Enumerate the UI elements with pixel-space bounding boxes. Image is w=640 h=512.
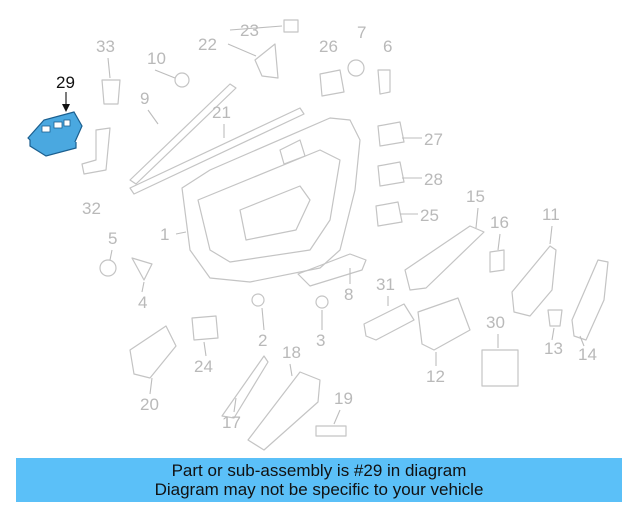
callout-28[interactable]: 28 — [424, 170, 443, 189]
callout-29[interactable]: 29 — [56, 73, 75, 92]
part-27-switch[interactable] — [377, 121, 405, 147]
part-12-bracket[interactable] — [417, 297, 471, 351]
callout-33[interactable]: 33 — [96, 37, 115, 56]
callout-3[interactable]: 3 — [316, 331, 325, 350]
callout-26[interactable]: 26 — [319, 37, 338, 56]
callout-30[interactable]: 30 — [486, 313, 505, 332]
part-33-clip[interactable] — [101, 79, 121, 105]
callout-12[interactable]: 12 — [426, 367, 445, 386]
part-15-armrest[interactable] — [404, 225, 485, 291]
callout-14[interactable]: 14 — [578, 345, 597, 364]
callout-1[interactable]: 1 — [160, 225, 169, 244]
banner-line-1: Part or sub-assembly is #29 in diagram — [171, 461, 467, 480]
part-6-clip[interactable] — [377, 69, 391, 95]
callout-6[interactable]: 6 — [383, 37, 392, 56]
callout-9[interactable]: 9 — [140, 89, 149, 108]
part-24-clip[interactable] — [191, 315, 219, 341]
part-13-clip[interactable] — [547, 309, 563, 327]
part-7-cap[interactable] — [347, 59, 365, 77]
callout-11[interactable]: 11 — [542, 205, 560, 224]
callout-22[interactable]: 22 — [198, 35, 217, 54]
callout-4[interactable]: 4 — [138, 293, 147, 312]
part-20-bracket[interactable] — [129, 325, 177, 379]
part-9-belt-strip[interactable] — [129, 83, 237, 185]
part-1-door-panel[interactable] — [181, 117, 361, 283]
callout-17[interactable]: 17 — [222, 413, 241, 432]
part-4-clip[interactable] — [131, 257, 153, 281]
callout-18[interactable]: 18 — [282, 343, 301, 362]
part-5-clip[interactable] — [99, 259, 117, 277]
part-8-pull[interactable] — [297, 253, 367, 287]
part-11-handle[interactable] — [511, 245, 557, 317]
callout-10[interactable]: 10 — [147, 49, 166, 68]
part-31-handle[interactable] — [363, 303, 415, 341]
callout-31[interactable]: 31 — [376, 275, 395, 294]
part-29-window-switch[interactable] — [27, 111, 83, 157]
callout-8[interactable]: 8 — [344, 285, 353, 304]
part-3-screw[interactable] — [315, 295, 329, 309]
part-26-mirror-switch[interactable] — [319, 69, 345, 97]
callout-5[interactable]: 5 — [108, 229, 117, 248]
callout-19[interactable]: 19 — [334, 389, 353, 408]
callout-2[interactable]: 2 — [258, 331, 267, 350]
callout-21[interactable]: 21 — [212, 103, 231, 122]
callout-15[interactable]: 15 — [466, 187, 485, 206]
part-23-clip[interactable] — [283, 19, 299, 33]
part-19-cover[interactable] — [315, 425, 347, 437]
callout-24[interactable]: 24 — [194, 357, 213, 376]
part-22-bracket[interactable] — [254, 43, 279, 79]
callout-23[interactable]: 23 — [240, 21, 259, 40]
part-25-switch[interactable] — [375, 201, 403, 227]
callout-25[interactable]: 25 — [420, 206, 439, 225]
part-18-grille[interactable] — [247, 371, 321, 451]
part-14-trim[interactable] — [571, 259, 609, 341]
part-2-screw[interactable] — [251, 293, 265, 307]
part-28-switch[interactable] — [377, 161, 405, 187]
callout-32[interactable]: 32 — [82, 199, 101, 218]
part-32-bracket[interactable] — [81, 127, 111, 175]
part-17-grille[interactable] — [221, 355, 269, 419]
part-16-clip[interactable] — [489, 249, 505, 273]
callout-16[interactable]: 16 — [490, 213, 509, 232]
part-21-belt-strip[interactable] — [129, 107, 305, 195]
callout-7[interactable]: 7 — [357, 23, 366, 42]
part-10-grommet[interactable] — [174, 72, 190, 88]
banner-line-2: Diagram may not be specific to your vehi… — [154, 480, 484, 499]
part-30-module[interactable] — [481, 349, 519, 387]
callout-20[interactable]: 20 — [140, 395, 159, 414]
callout-13[interactable]: 13 — [544, 339, 563, 358]
callout-27[interactable]: 27 — [424, 130, 443, 149]
info-banner: Part or sub-assembly is #29 in diagram D… — [16, 458, 622, 502]
